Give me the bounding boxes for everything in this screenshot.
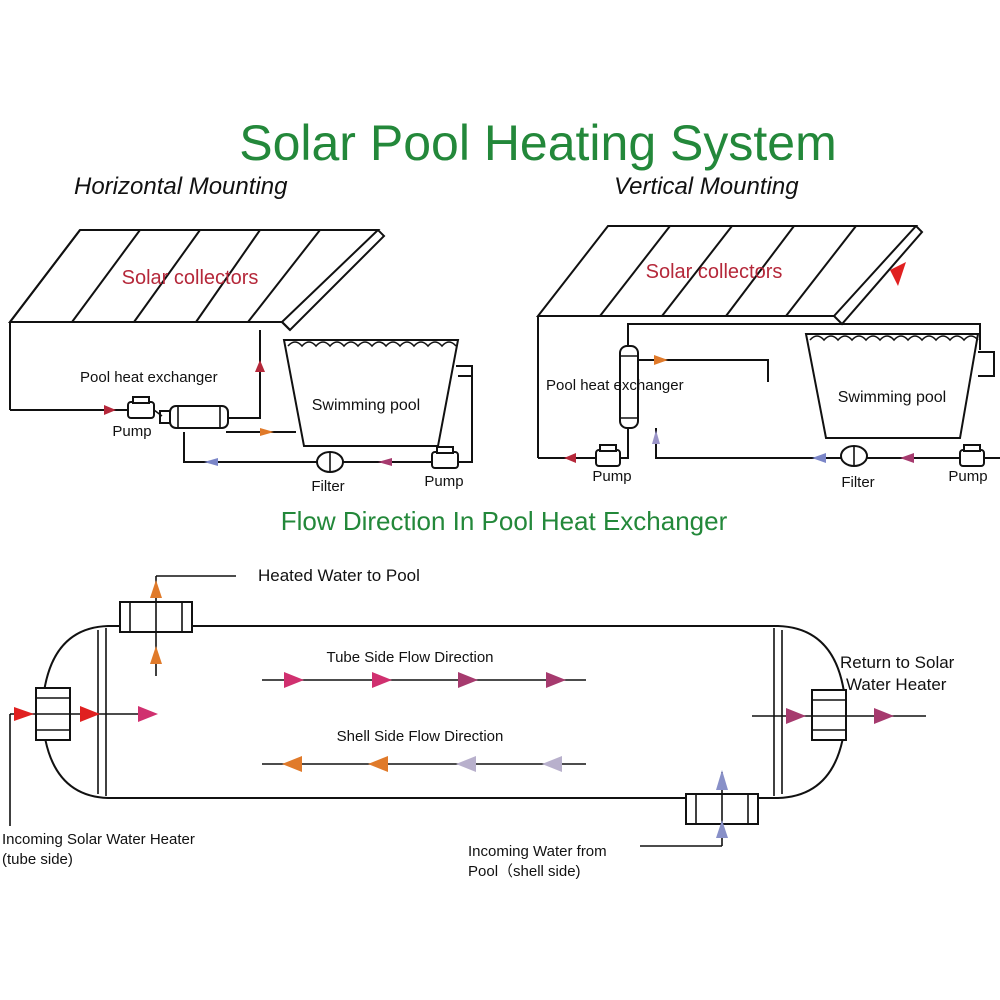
incoming-pool-label-line1: Incoming Water from xyxy=(468,843,607,860)
horizontal-pool-label: Swimming pool xyxy=(312,397,420,414)
tube-side-label: Tube Side Flow Direction xyxy=(326,649,493,666)
return-to-solar-label-line1: Return to Solar xyxy=(840,653,955,672)
heated-water-to-pool-label: Heated Water to Pool xyxy=(258,566,420,585)
horizontal-solar-collector: Solar collectors xyxy=(7,229,386,410)
vertical-pump-left: Pump xyxy=(592,444,632,485)
flow-arrow xyxy=(890,262,906,286)
vertical-mounting-section: Vertical Mounting Solar collectors Swimm… xyxy=(535,173,1000,491)
vertical-swimming-pool: Swimming pool xyxy=(804,333,980,439)
horizontal-exchanger-label: Pool heat exchanger xyxy=(80,369,218,386)
horizontal-collector-label: Solar collectors xyxy=(122,267,259,289)
horizontal-pump-left: Pump xyxy=(112,396,163,440)
flow-heading: Flow Direction In Pool Heat Exchanger xyxy=(281,506,728,536)
heat-exchanger-detail: Tube Side Flow Direction Shell Side Flow… xyxy=(2,566,955,880)
bottom-nozzle xyxy=(640,772,759,847)
flow-arrow xyxy=(812,453,826,463)
return-to-solar-label-line2: Water Heater xyxy=(846,675,947,694)
shell-side-flow: Shell Side Flow Direction xyxy=(262,728,586,772)
vertical-exchanger-label: Pool heat exchanger xyxy=(546,377,684,394)
flow-arrow xyxy=(138,706,158,722)
flow-arrow xyxy=(900,453,914,463)
flow-arrow xyxy=(874,708,894,724)
flow-arrow xyxy=(150,646,162,664)
vertical-filter-label: Filter xyxy=(841,474,874,491)
vertical-collector-label: Solar collectors xyxy=(646,261,783,283)
shell-side-label: Shell Side Flow Direction xyxy=(337,728,504,745)
vertical-pump-left-label: Pump xyxy=(592,468,631,485)
flow-arrow xyxy=(150,580,162,598)
flow-arrow xyxy=(368,756,388,772)
flow-arrow xyxy=(282,756,302,772)
vertical-pump-right: Pump xyxy=(948,444,988,485)
flow-arrow xyxy=(378,458,392,466)
exchanger-shell xyxy=(40,625,848,799)
diagram-title: Solar Pool Heating System xyxy=(239,115,837,171)
left-nozzle xyxy=(9,687,142,826)
horizontal-filter-label: Filter xyxy=(311,478,344,495)
horizontal-mounting-section: Horizontal Mounting Solar collectors xyxy=(7,173,473,495)
flow-arrow xyxy=(204,458,218,466)
vertical-solar-collector: Solar collectors xyxy=(535,225,924,458)
vertical-pool-label: Swimming pool xyxy=(838,389,946,406)
flow-arrow xyxy=(284,672,304,688)
horizontal-pump-left-label: Pump xyxy=(112,423,151,440)
horizontal-pump-right-label: Pump xyxy=(424,473,463,490)
flow-arrow xyxy=(546,672,566,688)
flow-arrow xyxy=(542,756,562,772)
flow-arrow xyxy=(104,405,116,415)
vertical-pump-right-label: Pump xyxy=(948,468,987,485)
flow-arrow xyxy=(80,706,100,722)
horizontal-filter: Filter xyxy=(311,451,345,495)
flow-arrow xyxy=(458,672,478,688)
flow-arrow xyxy=(786,708,806,724)
flow-arrow xyxy=(564,453,576,463)
flow-arrow xyxy=(716,820,728,838)
horizontal-heat-exchanger: Pool heat exchanger xyxy=(80,369,229,429)
right-nozzle xyxy=(752,689,926,741)
incoming-solar-label-line2: (tube side) xyxy=(2,851,73,868)
vertical-heat-exchanger: Pool heat exchanger xyxy=(546,345,684,429)
horizontal-swimming-pool: Swimming pool xyxy=(282,339,460,447)
vertical-filter: Filter xyxy=(840,445,875,491)
horizontal-pump-right: Pump xyxy=(424,446,464,490)
flow-arrow xyxy=(372,672,392,688)
flow-arrow xyxy=(456,756,476,772)
flow-arrow xyxy=(716,770,728,790)
flow-arrow xyxy=(260,428,274,436)
incoming-solar-label-line1: Incoming Solar Water Heater xyxy=(2,831,195,848)
flow-arrow xyxy=(14,707,34,721)
flow-arrow xyxy=(652,430,660,444)
flow-arrow xyxy=(255,360,265,372)
incoming-pool-label-line2: Pool（shell side) xyxy=(468,863,581,880)
vertical-heading: Vertical Mounting xyxy=(614,173,799,200)
flow-arrow xyxy=(654,355,668,365)
horizontal-heading: Horizontal Mounting xyxy=(74,173,288,200)
tube-side-flow: Tube Side Flow Direction xyxy=(262,649,586,688)
